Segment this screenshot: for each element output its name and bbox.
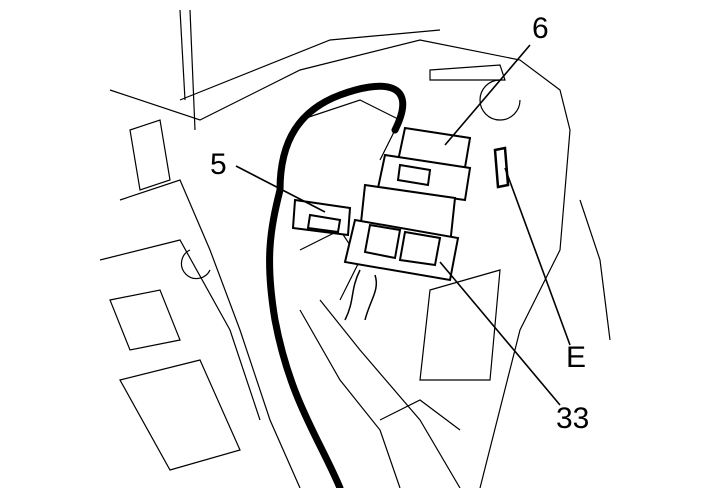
connector-33 [343,183,460,282]
callout-33: 33 [556,402,590,435]
leader-33 [439,261,561,406]
leader-6 [444,44,531,146]
leader-e [504,167,571,346]
wiring-harness [266,82,407,488]
leader-lines [235,44,571,406]
callout-5: 5 [210,148,227,181]
wires [344,269,377,321]
callout-e: E [566,341,587,374]
connector-6 [376,126,472,202]
bracket-5 [291,198,352,237]
slot-e [493,146,510,189]
leader-5 [235,165,326,213]
background-panels [99,9,611,488]
callout-6: 6 [532,12,549,45]
